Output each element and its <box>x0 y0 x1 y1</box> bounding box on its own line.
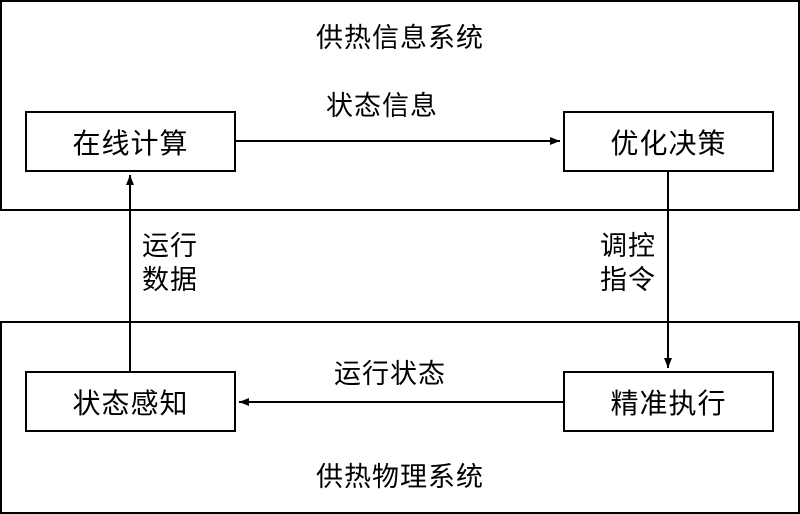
state-perception-node: 状态感知 <box>25 371 236 432</box>
online-compute-node: 在线计算 <box>25 111 236 172</box>
run-data-label-line-1: 运行 <box>142 231 198 262</box>
control-command-label-line-1: 调控 <box>600 231 656 262</box>
run-state-label: 运行状态 <box>334 359 446 390</box>
optimization-decision-node: 优化决策 <box>563 111 774 172</box>
run-data-label: 运行 数据 <box>142 230 198 298</box>
state-info-label: 状态信息 <box>326 91 438 122</box>
control-command-label: 调控 指令 <box>600 230 656 298</box>
run-data-label-line-2: 数据 <box>142 265 198 296</box>
physical-system-title: 供热物理系统 <box>316 462 484 493</box>
precise-execution-node: 精准执行 <box>563 371 774 432</box>
control-command-label-line-2: 指令 <box>600 265 656 296</box>
info-system-title: 供热信息系统 <box>316 23 484 54</box>
